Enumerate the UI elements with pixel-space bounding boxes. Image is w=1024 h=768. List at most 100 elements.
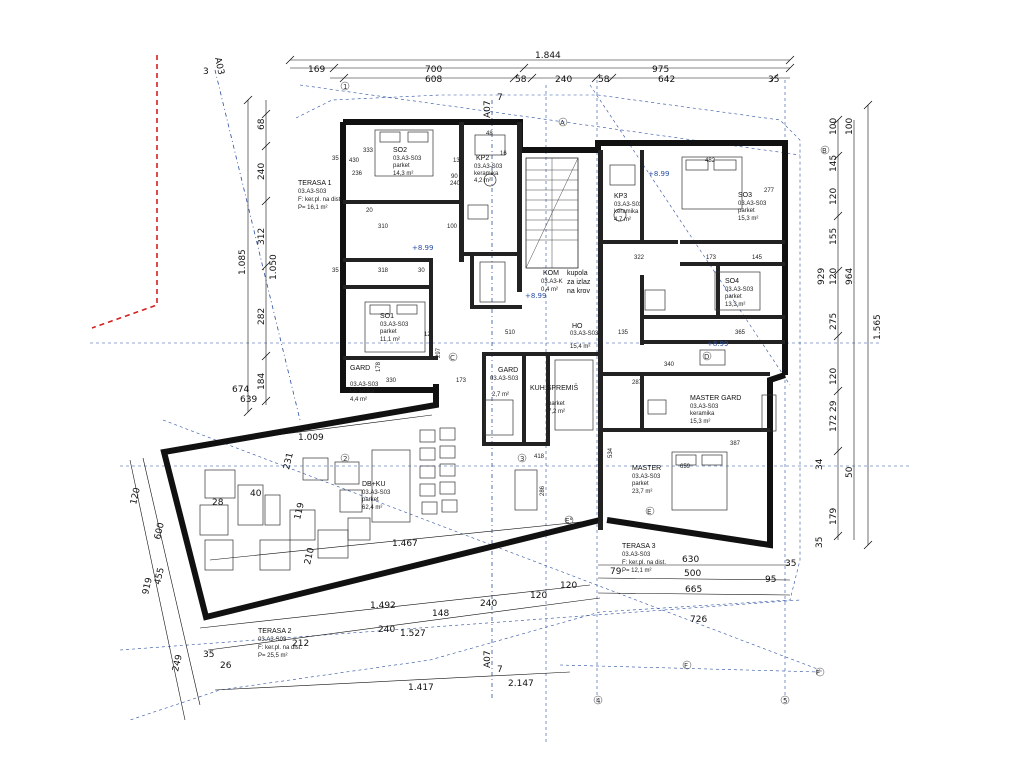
room-area: 4,4 m²	[350, 397, 367, 403]
room-finish: keramika	[690, 411, 715, 417]
room-master: MASTER 03.A3-S03 parket 23,7 m²	[632, 465, 661, 495]
terrace-name: TERASA 2	[258, 628, 292, 635]
wall-dim: 287	[632, 380, 643, 386]
room-code: 03.A3-S03	[570, 331, 599, 337]
terrace-area: P= 12,1 m²	[622, 568, 652, 574]
dim-bottom-9: 2.147	[508, 679, 534, 689]
terrace-finish: F: ker.pl. na dist.	[258, 645, 302, 651]
room-finish: parket	[632, 481, 649, 487]
room-kom: KOM 03.A3-K 0,4 m²	[541, 270, 563, 293]
axis-label-b: B	[822, 147, 827, 155]
dim-bottom-1: 1.492	[370, 601, 396, 611]
dim-top-7: 58	[598, 75, 610, 85]
wall-dim: 318	[378, 268, 389, 274]
section-marker-a07-top: A07 7	[483, 93, 503, 118]
dim-top-9: 35	[768, 75, 779, 85]
dim-top-4: 608	[425, 75, 442, 85]
axis-bubble-f	[682, 660, 692, 670]
dim-right-7: 929	[817, 268, 827, 285]
wall-dim: 418	[534, 454, 545, 460]
room-area: 4,2 m²	[474, 178, 491, 184]
exterior-walls	[160, 119, 788, 621]
terrace-1: TERASA 1 03.A3-S03 F: ker.pl. na dist. P…	[298, 180, 342, 211]
room-area: 15,3 m²	[690, 419, 710, 425]
room-name: SO2	[393, 147, 407, 154]
axis-label-f-prime: F'	[816, 669, 822, 677]
room-name: MASTER	[632, 465, 661, 472]
section-a07-num: 7	[497, 93, 503, 103]
wall-dim: 322	[634, 255, 645, 261]
level-marker-2: +8.99	[707, 340, 728, 348]
terrace-code: 03.A3-S03	[622, 552, 651, 558]
dim-ll-4: 919	[141, 576, 155, 595]
dim-left-3: 312	[257, 228, 267, 245]
room-code: 03.A3-S03	[362, 490, 391, 496]
site-boundary	[91, 55, 158, 329]
living-room-dimensions: 1.009 1.467 231 28 40 119 210	[174, 414, 601, 566]
section-a03-label: A03	[212, 57, 225, 76]
room-area: 14,3 m²	[393, 171, 413, 177]
wall-dim: 310	[378, 224, 389, 230]
dim-right-outer: 1.565	[873, 314, 883, 340]
level-marker-4: +8.99	[525, 292, 546, 300]
axis-bubble-c	[448, 352, 458, 362]
room-gard: GARD 03.A3-S03 keramika 4,4 m²	[350, 365, 379, 403]
dim-bottom-5: 1.527	[400, 629, 426, 639]
terrace-name: TERASA 3	[622, 543, 656, 550]
terrace-code: 03.A3-S03	[298, 189, 327, 195]
lower-left-dimension-chain: 120 600 455 919 249 35 26	[129, 457, 232, 721]
wall-dim: 13	[453, 158, 460, 164]
dim-bottom-right-8: 35	[785, 559, 796, 569]
dim-bottom-right-5: 120	[560, 581, 577, 591]
axis-label-e: E	[647, 508, 651, 516]
room-area: 23,7 m²	[632, 489, 652, 495]
dim-left-5: 184	[257, 373, 267, 390]
wall-dim: 333	[363, 148, 374, 154]
top-dimension-chain: 1.844 169 700 975 608 58 240 58 642 35	[285, 51, 795, 85]
room-code: 03.A3-S03	[490, 376, 519, 382]
terrace-name: TERASA 1	[298, 180, 332, 187]
room-name: KP2	[476, 155, 489, 162]
room-code: 03.A3-S03	[738, 201, 767, 207]
terrace-finish: F: ker.pl. na dist.	[622, 560, 666, 566]
terrace-area: P= 16,1 m²	[298, 205, 328, 211]
wall-dim: 100	[447, 224, 458, 230]
room-finish: parket	[380, 329, 397, 335]
axis-bubble-e	[645, 506, 655, 516]
wall-dim: 173	[706, 255, 717, 261]
dim-right-8: 964	[845, 268, 855, 285]
axis-bubble-5	[780, 695, 790, 705]
axis-bubble-e-prime	[564, 515, 574, 525]
wall-dim: 135	[618, 330, 629, 336]
axis-label-e-prime: E°	[565, 517, 573, 525]
dim-bottom-7: 240	[378, 625, 395, 635]
wall-dim: 236	[352, 171, 363, 177]
wall-dim: 48	[486, 131, 493, 137]
terrace-area: P= 25,5 m²	[258, 653, 288, 659]
wall-dim: 340	[664, 362, 675, 368]
room-name: SO1	[380, 313, 394, 320]
wall-dim: 510	[505, 330, 516, 336]
axis-line-diag2	[589, 84, 791, 386]
room-master-gard: MASTER GARD 03.A3-S03 keramika 15,3 m²	[690, 395, 741, 425]
section-a03-num: 3	[203, 67, 209, 77]
axis-label-4: 4	[596, 697, 601, 705]
dim-right-6: 120	[829, 268, 839, 285]
interior-walls	[343, 122, 785, 530]
wall-dim: 330	[386, 378, 397, 384]
room-so3: SO3 03.A3-S03 parket 15,3 m²	[738, 192, 767, 222]
wall-dim: 20	[366, 208, 373, 214]
room-code: 03.A3-S03	[393, 156, 422, 162]
dim-right-14: 50	[845, 466, 855, 478]
dim-right-11: 172	[829, 415, 839, 432]
dim-right-5: 155	[829, 228, 839, 245]
axis-bubble-2	[340, 453, 350, 463]
wall-dim: 178	[376, 361, 382, 372]
room-area: 11,1 m²	[380, 337, 400, 343]
dim-living-7: 210	[303, 546, 317, 565]
room-ho: HO 03.A3-S03 15,4 m²	[570, 323, 599, 350]
room-area: 62,4 m²	[362, 505, 382, 511]
wall-dim: 173	[456, 378, 467, 384]
dim-left-misc-1: 674	[232, 385, 249, 395]
